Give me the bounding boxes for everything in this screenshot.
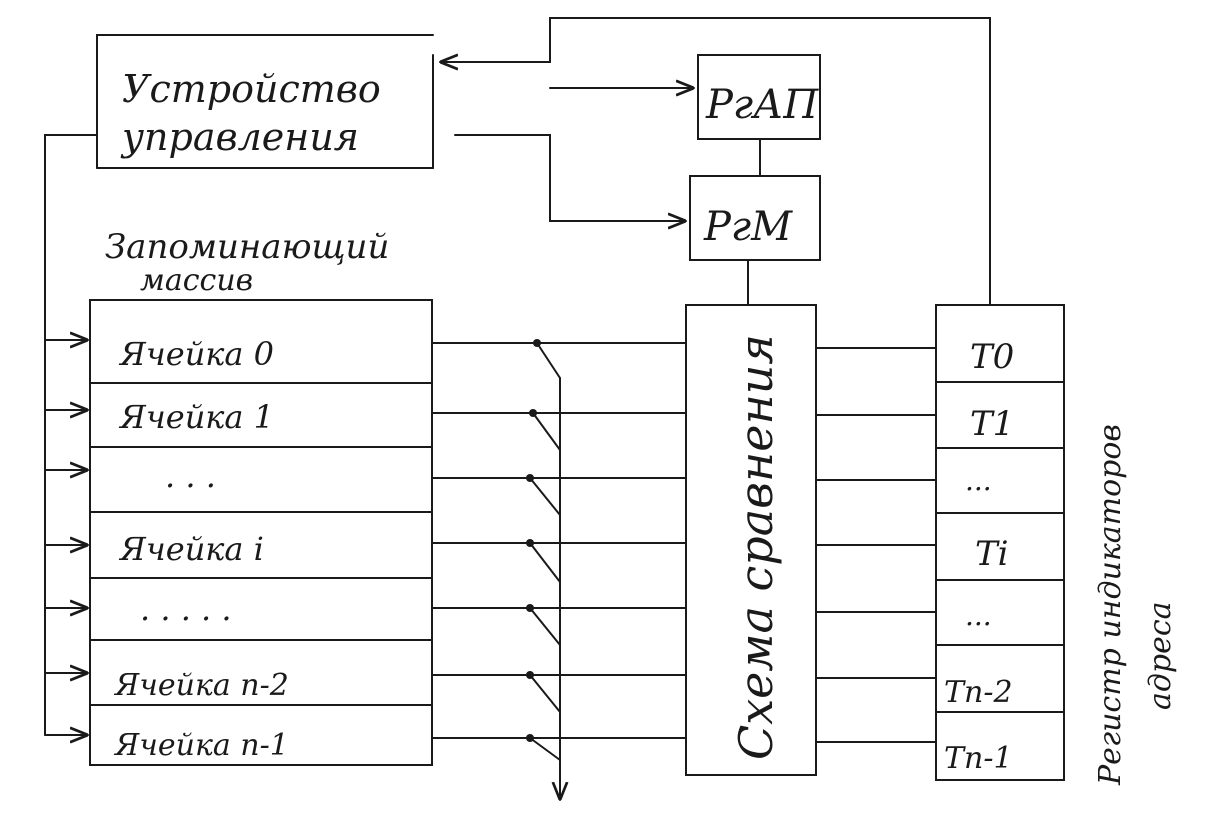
indicator-cell-label: T0: [970, 337, 1014, 377]
mask-register-label: РгМ: [703, 204, 793, 250]
memory-array-title-line2: массив: [140, 263, 253, 298]
address-register-block: РгАП: [697, 54, 821, 140]
memory-cell-label: . . . . .: [140, 590, 232, 628]
indicator-register: T0 T1 ... Ti ... Tn-2 Tn-1: [935, 304, 1065, 781]
control-connections: [439, 17, 991, 306]
indicator-cell-label: Tn-1: [944, 741, 1013, 776]
indicator-register-label-line1: Регистр индикаторов: [1093, 424, 1128, 786]
indicator-cell-label: ...: [965, 599, 992, 632]
indicator-cell-label: ...: [965, 464, 992, 497]
indicator-cell-label: Ti: [975, 534, 1009, 574]
address-register-label: РгАП: [705, 82, 819, 128]
comparator-label: Схема сравнения: [729, 334, 783, 760]
mask-register-block: РгМ: [689, 175, 821, 261]
memory-array: Ячейка 0 Ячейка 1 . . . Ячейка i . . . .…: [89, 299, 433, 766]
memory-cell-label: Ячейка 1: [118, 398, 274, 436]
memory-cell-label: Ячейка n-1: [113, 728, 289, 763]
comparator-block: Схема сравнения: [685, 304, 817, 776]
control-bus-left: [44, 134, 98, 735]
control-unit-label-line2: управления: [120, 115, 359, 159]
control-unit-label-line1: Устройство: [122, 67, 381, 111]
data-bus: [431, 339, 687, 801]
memory-cell-label: Ячейка i: [118, 530, 264, 568]
indicator-cell-label: Tn-2: [944, 675, 1013, 710]
memory-cell-label: Ячейка n-2: [113, 668, 289, 703]
memory-cell-label: Ячейка 0: [118, 335, 274, 373]
indicator-cell-label: T1: [970, 404, 1014, 444]
memory-array-title-line1: Запоминающий: [105, 227, 389, 267]
memory-cell-label: . . .: [165, 457, 216, 495]
indicator-register-label-line2: адреса: [1143, 601, 1178, 710]
comparator-outputs: [815, 347, 937, 743]
control-unit-block: Устройство управления: [96, 34, 434, 169]
